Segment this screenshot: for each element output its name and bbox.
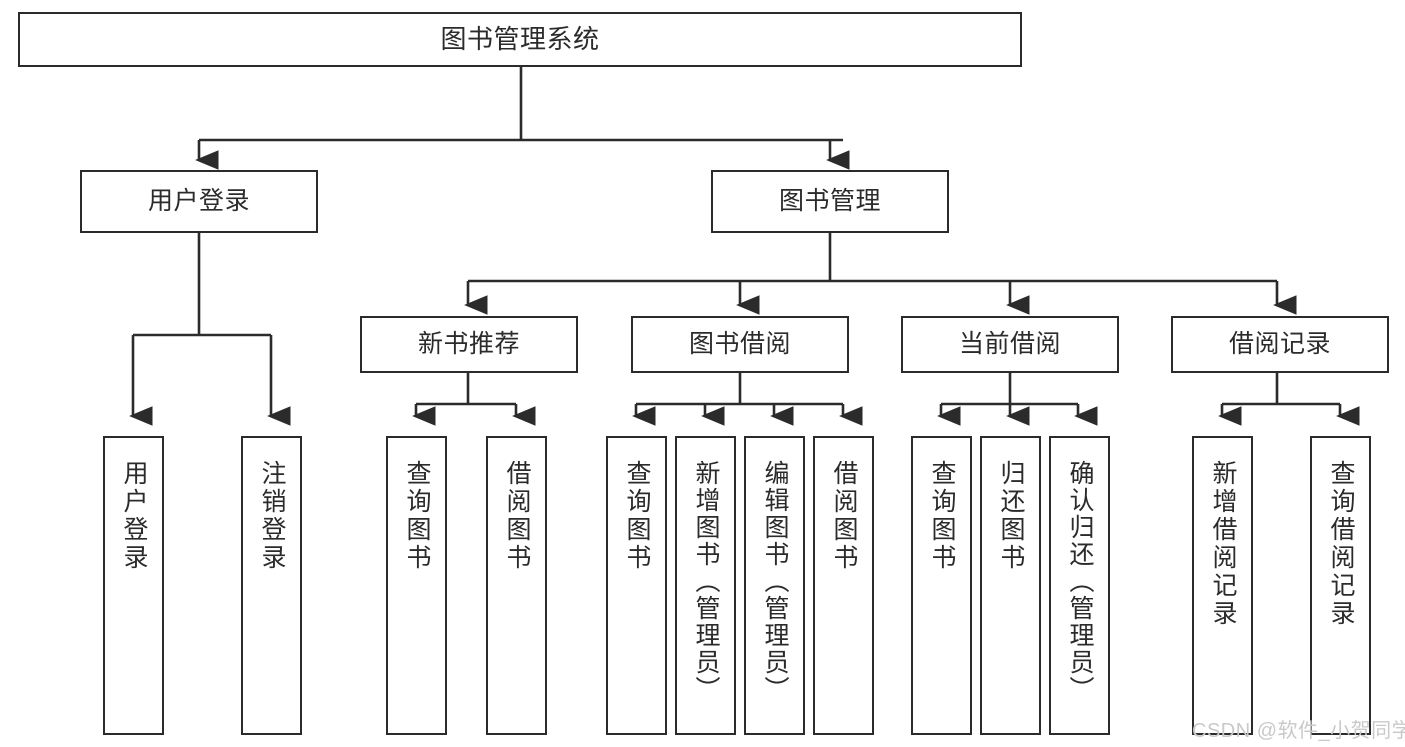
leaf-query-book-current[interactable]: 查询图书 bbox=[911, 436, 972, 735]
node-label: 新增借阅记录 bbox=[1209, 460, 1237, 628]
watermark-text: CSDN @软件_小贺同学 bbox=[1192, 720, 1405, 742]
node-current-borrow[interactable]: 当前借阅 bbox=[901, 316, 1119, 373]
node-user-login[interactable]: 用户登录 bbox=[80, 170, 318, 233]
node-label: 新增图书（管理员） bbox=[692, 460, 720, 703]
leaf-user-login[interactable]: 用户登录 bbox=[103, 436, 164, 735]
node-label: 图书管理 bbox=[778, 186, 881, 215]
node-book-borrow[interactable]: 图书借阅 bbox=[631, 316, 849, 373]
leaf-query-book-recommend[interactable]: 查询图书 bbox=[386, 436, 447, 735]
leaf-add-book-admin[interactable]: 新增图书（管理员） bbox=[675, 436, 736, 735]
node-label: 归还图书 bbox=[997, 460, 1025, 572]
leaf-query-borrow-record[interactable]: 查询借阅记录 bbox=[1310, 436, 1371, 735]
node-label: 新书推荐 bbox=[417, 329, 520, 358]
node-label: 查询图书 bbox=[623, 460, 651, 572]
leaf-query-book-borrow[interactable]: 查询图书 bbox=[606, 436, 667, 735]
node-label: 图书管理系统 bbox=[440, 24, 600, 55]
leaf-return-book[interactable]: 归还图书 bbox=[980, 436, 1041, 735]
leaf-borrow-book-recommend[interactable]: 借阅图书 bbox=[486, 436, 547, 735]
node-borrow-records[interactable]: 借阅记录 bbox=[1171, 316, 1389, 373]
leaf-confirm-return-admin[interactable]: 确认归还（管理员） bbox=[1049, 436, 1110, 735]
node-new-book-recommend[interactable]: 新书推荐 bbox=[360, 316, 578, 373]
leaf-add-borrow-record[interactable]: 新增借阅记录 bbox=[1192, 436, 1253, 735]
node-root-system[interactable]: 图书管理系统 bbox=[18, 12, 1022, 67]
node-label: 当前借阅 bbox=[958, 329, 1061, 358]
leaf-borrow-book[interactable]: 借阅图书 bbox=[813, 436, 874, 735]
node-label: 查询图书 bbox=[403, 460, 431, 572]
node-label: 借阅图书 bbox=[830, 460, 858, 572]
node-label: 查询图书 bbox=[928, 460, 956, 572]
leaf-edit-book-admin[interactable]: 编辑图书（管理员） bbox=[744, 436, 805, 735]
node-label: 确认归还（管理员） bbox=[1066, 460, 1094, 703]
node-book-management[interactable]: 图书管理 bbox=[711, 170, 949, 233]
node-label: 用户登录 bbox=[147, 186, 250, 215]
node-label: 图书借阅 bbox=[688, 329, 791, 358]
node-label: 注销登录 bbox=[258, 460, 286, 572]
node-label: 查询借阅记录 bbox=[1327, 460, 1355, 628]
node-label: 借阅记录 bbox=[1228, 329, 1331, 358]
node-label: 用户登录 bbox=[120, 460, 148, 572]
leaf-logout[interactable]: 注销登录 bbox=[241, 436, 302, 735]
node-label: 借阅图书 bbox=[503, 460, 531, 572]
node-label: 编辑图书（管理员） bbox=[761, 460, 789, 703]
